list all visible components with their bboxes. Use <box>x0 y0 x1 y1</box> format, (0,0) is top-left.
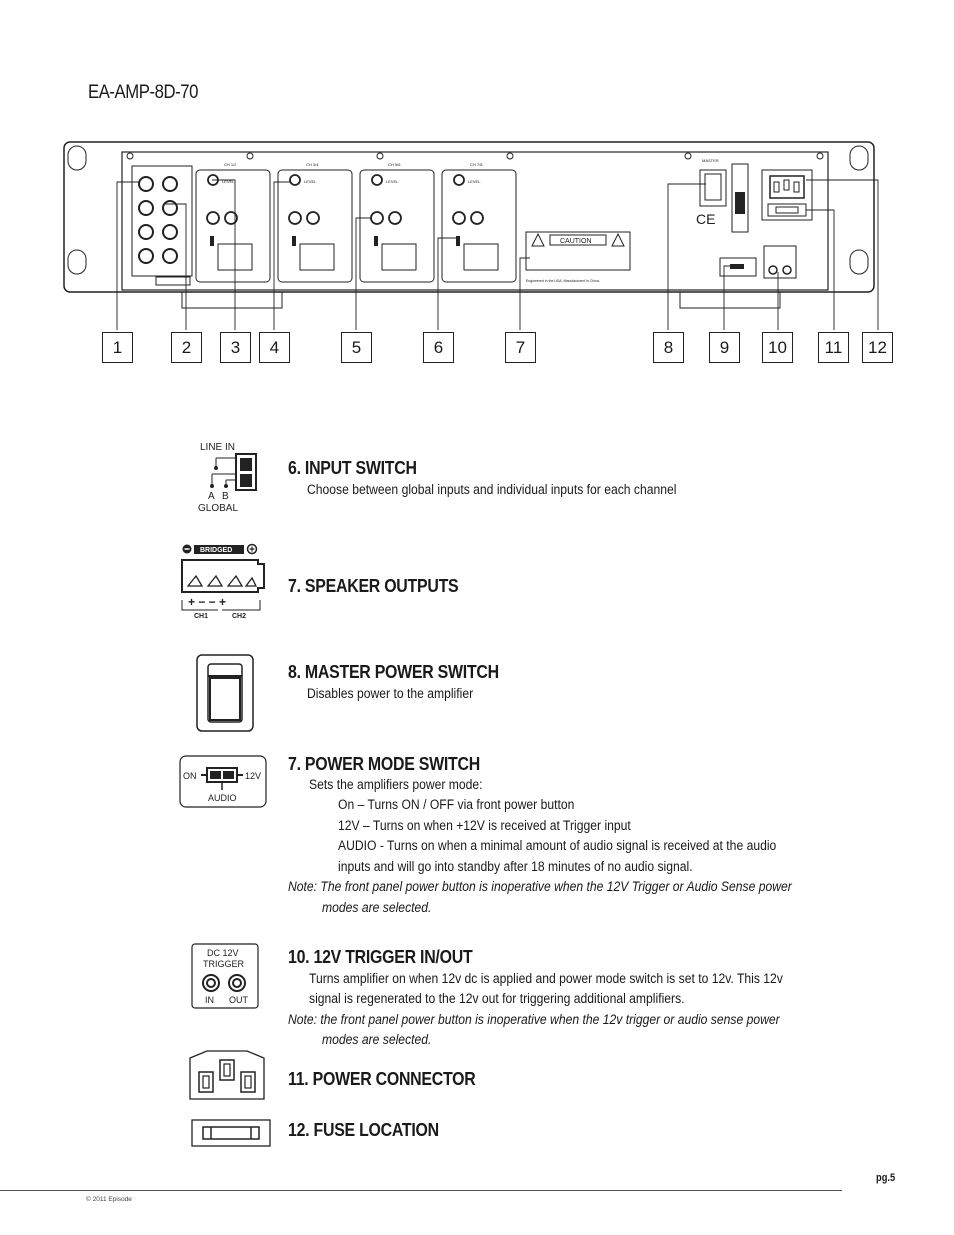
callout-11: 11 <box>818 332 849 363</box>
trigger-label-dc12v: DC 12V <box>207 948 239 958</box>
speaker-label-ch1: CH1 <box>194 613 208 620</box>
section-heading-power-mode: 7. POWER MODE SWITCH <box>288 753 480 774</box>
master-power-switch-icon <box>196 654 254 732</box>
callout-12: 12 <box>862 332 893 363</box>
callout-2: 2 <box>171 332 202 363</box>
speaker-label-ch2: CH2 <box>232 613 246 620</box>
input-switch-label-line-in: LINE IN <box>200 442 235 453</box>
callout-4: 4 <box>259 332 290 363</box>
trigger-icon: DC 12V TRIGGER IN OUT <box>191 943 259 1009</box>
input-switch-label-b: B <box>222 491 229 502</box>
copyright: © 2011 Episode <box>86 1196 132 1203</box>
speaker-label-bridged: BRIDGED <box>200 547 232 554</box>
trigger-line-1: Turns amplifier on when 12v dc is applie… <box>309 971 783 986</box>
svg-text:CE: CE <box>696 211 715 227</box>
callout-1: 1 <box>102 332 133 363</box>
model-title: EA-AMP-8D-70 <box>88 82 198 103</box>
section-heading-master-power: 8. MASTER POWER SWITCH <box>288 661 499 682</box>
svg-text:LEVEL: LEVEL <box>386 179 399 184</box>
power-mode-note-2: modes are selected. <box>322 900 432 915</box>
callout-8: 8 <box>653 332 684 363</box>
section-heading-fuse: 12. FUSE LOCATION <box>288 1119 439 1140</box>
trigger-label-trigger: TRIGGER <box>203 959 245 969</box>
section-heading-trigger: 10. 12V TRIGGER IN/OUT <box>288 946 473 967</box>
svg-text:LEVEL: LEVEL <box>222 179 235 184</box>
svg-text:Engineered in the USA, Manufac: Engineered in the USA, Manufactured in C… <box>526 279 600 283</box>
page-number: pg.5 <box>876 1172 896 1184</box>
master-power-text: Disables power to the amplifier <box>307 686 474 701</box>
power-mode-line-4: AUDIO - Turns on when a minimal amount o… <box>338 838 777 853</box>
trigger-note-2: modes are selected. <box>322 1032 432 1047</box>
power-mode-label-audio: AUDIO <box>208 793 237 803</box>
rear-panel-illustration: CH 1/2 CH 3/4 CH 5/6 CH 7/8 LEVEL LEVEL … <box>63 141 879 330</box>
callout-7: 7 <box>505 332 536 363</box>
svg-text:CH 3/4: CH 3/4 <box>306 162 319 167</box>
power-mode-line-2: On – Turns ON / OFF via front power butt… <box>338 797 575 812</box>
svg-text:LEVEL: LEVEL <box>304 179 317 184</box>
svg-text:LEVEL: LEVEL <box>468 179 481 184</box>
svg-text:CH 7/8: CH 7/8 <box>470 162 483 167</box>
power-mode-label-12v: 12V <box>245 771 261 781</box>
callout-9: 9 <box>709 332 740 363</box>
input-switch-icon: LINE IN A B GLOBAL <box>198 442 257 514</box>
power-mode-line-5: inputs and will go into standby after 18… <box>338 859 693 874</box>
power-connector-icon <box>189 1050 265 1100</box>
section-heading-speaker-outputs: 7. SPEAKER OUTPUTS <box>288 575 459 596</box>
fuse-icon <box>191 1119 271 1147</box>
callout-6: 6 <box>423 332 454 363</box>
svg-text:CAUTION: CAUTION <box>560 238 592 245</box>
speaker-outputs-icon: BRIDGED + − − + CH1 CH2 <box>181 543 265 620</box>
section-heading-input-switch: 6. INPUT SWITCH <box>288 457 417 478</box>
power-mode-switch-icon: ON 12V AUDIO <box>179 755 267 808</box>
trigger-note-1: Note: the front panel power button is in… <box>288 1012 780 1027</box>
input-switch-label-global: GLOBAL <box>198 503 238 514</box>
callout-10: 10 <box>762 332 793 363</box>
input-switch-label-a: A <box>208 491 215 502</box>
power-mode-line-3: 12V – Turns on when +12V is received at … <box>338 818 631 833</box>
svg-text:+ − − +: + − − + <box>188 595 226 609</box>
footer-divider <box>0 1190 842 1191</box>
power-mode-line-1: Sets the amplifiers power mode: <box>309 777 483 792</box>
power-mode-label-on: ON <box>183 771 197 781</box>
svg-text:CH 5/6: CH 5/6 <box>388 162 401 167</box>
callout-5: 5 <box>341 332 372 363</box>
section-heading-power-connector: 11. POWER CONNECTOR <box>288 1068 476 1089</box>
trigger-label-in: IN <box>205 995 214 1005</box>
input-switch-text: Choose between global inputs and individ… <box>307 482 677 497</box>
svg-text:MASTER: MASTER <box>702 158 719 163</box>
trigger-label-out: OUT <box>229 995 249 1005</box>
svg-text:CH 1/2: CH 1/2 <box>224 162 237 167</box>
power-mode-note-1: Note: The front panel power button is in… <box>288 879 792 894</box>
callout-3: 3 <box>220 332 251 363</box>
trigger-line-2: signal is regenerated to the 12v out for… <box>309 991 685 1006</box>
